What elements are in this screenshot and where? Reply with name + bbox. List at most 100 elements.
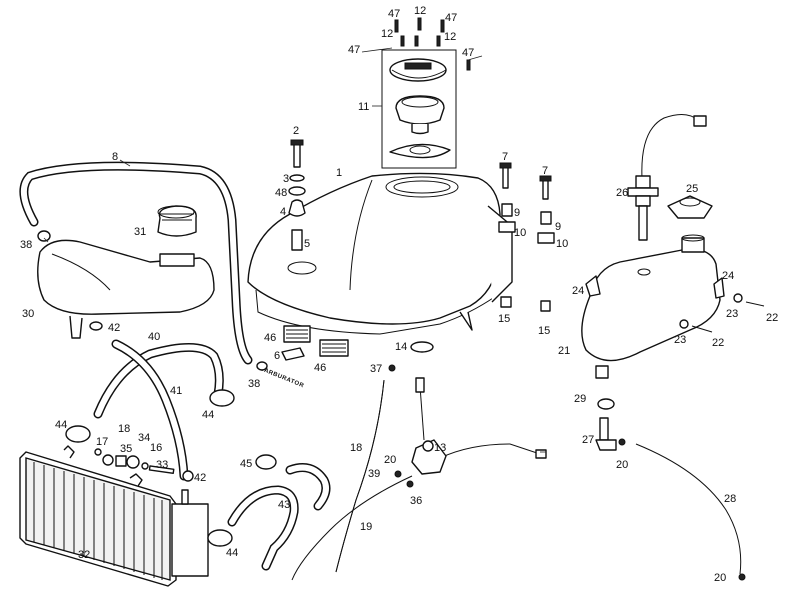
hose-40-41 xyxy=(93,339,224,481)
reservoir-cap xyxy=(667,195,713,219)
part-label-p2: 2 xyxy=(293,125,299,137)
part-label-p23b: 23 xyxy=(674,334,686,346)
part-label-p28: 28 xyxy=(724,493,736,505)
part-label-p47c: 47 xyxy=(348,44,360,56)
part-label-p35: 35 xyxy=(120,443,132,455)
part-label-p7b: 7 xyxy=(542,165,548,177)
part-label-p22a: 22 xyxy=(766,312,778,324)
part-label-p12a: 12 xyxy=(414,5,426,17)
part-label-p26: 26 xyxy=(616,187,628,199)
part-label-p32: 32 xyxy=(78,549,90,561)
cap-ring xyxy=(395,95,445,125)
expansion-tank xyxy=(37,205,215,339)
part-label-p42a: 42 xyxy=(108,322,120,334)
clamp-45 xyxy=(255,454,277,470)
part-label-p10a: 10 xyxy=(514,227,526,239)
part-label-p44c: 44 xyxy=(226,547,238,559)
part-label-p31: 31 xyxy=(134,226,146,238)
part-label-p12c: 12 xyxy=(444,31,456,43)
part-label-p8: 8 xyxy=(112,151,118,163)
coolant-reservoir xyxy=(581,234,725,379)
part-label-p3: 3 xyxy=(283,173,289,185)
part-label-p1: 1 xyxy=(336,167,342,179)
fuel-tank xyxy=(247,172,513,335)
clamp-14 xyxy=(410,341,434,353)
part-label-p47a: 47 xyxy=(388,8,400,20)
part-label-p24a: 24 xyxy=(572,285,584,297)
part-label-p45: 45 xyxy=(240,458,252,470)
part-label-p29: 29 xyxy=(574,393,586,405)
radiator xyxy=(19,445,209,587)
overflow-hose-8 xyxy=(19,161,253,365)
part-label-p13: 13 xyxy=(434,442,446,454)
part-label-p43: 43 xyxy=(278,499,290,511)
tank-pads xyxy=(281,325,349,361)
part-label-p44b: 44 xyxy=(55,419,67,431)
radiator-cap xyxy=(157,205,197,237)
reservoir-outlet xyxy=(595,398,746,581)
part-label-p20c: 20 xyxy=(714,572,726,584)
part-label-p27: 27 xyxy=(582,434,594,446)
cap-gasket xyxy=(389,143,451,159)
part-label-p18b: 18 xyxy=(350,442,362,454)
fuel-tap-assembly xyxy=(291,364,547,581)
tank-mount-right xyxy=(498,162,555,312)
clamp-44c xyxy=(207,529,233,547)
part-label-p38b: 38 xyxy=(248,378,260,390)
part-labels: 47 12 47 12 12 47 47 11 2 1 3 48 4 5 8 3… xyxy=(20,5,778,584)
fuel-cap-assembly xyxy=(381,17,471,169)
part-label-p42b: 42 xyxy=(194,472,206,484)
part-label-p9b: 9 xyxy=(555,221,561,233)
leader-lines xyxy=(43,47,546,453)
part-label-p23a: 23 xyxy=(726,308,738,320)
part-label-p15a: 15 xyxy=(498,313,510,325)
part-label-p21: 21 xyxy=(558,345,570,357)
reservoir-fasteners xyxy=(679,293,765,333)
part-label-p22b: 22 xyxy=(712,337,724,349)
part-label-p38a: 38 xyxy=(20,239,32,251)
clamp-38a xyxy=(37,230,51,242)
part-label-p48: 48 xyxy=(275,187,287,199)
clamp-38b xyxy=(256,361,268,371)
part-label-p12b: 12 xyxy=(381,28,393,40)
part-label-p16: 16 xyxy=(150,442,162,454)
part-label-p34: 34 xyxy=(138,432,150,444)
hose-43 xyxy=(227,463,331,571)
clamp-44b xyxy=(65,425,91,443)
part-label-p19: 19 xyxy=(360,521,372,533)
part-label-p9a: 9 xyxy=(514,207,520,219)
part-label-p41: 41 xyxy=(170,385,182,397)
part-label-p18: 18 xyxy=(118,423,130,435)
cap-assembly-frame xyxy=(381,49,457,169)
part-label-p40: 40 xyxy=(148,331,160,343)
tank-bolt-stack xyxy=(288,139,306,251)
part-label-p46a: 46 xyxy=(264,332,276,344)
part-label-p14: 14 xyxy=(395,341,407,353)
part-label-p17: 17 xyxy=(96,436,108,448)
radiator-mount-small-parts xyxy=(94,448,194,482)
fuel-sender xyxy=(627,114,707,241)
part-label-p37: 37 xyxy=(370,363,382,375)
part-label-p11: 11 xyxy=(358,101,369,113)
part-label-p36: 36 xyxy=(410,495,422,507)
part-label-p7a: 7 xyxy=(502,151,508,163)
part-label-p47d: 47 xyxy=(462,47,474,59)
part-label-p25: 25 xyxy=(686,183,698,195)
part-label-p44a: 44 xyxy=(202,409,214,421)
part-label-p47b: 47 xyxy=(445,12,457,24)
part-label-p4: 4 xyxy=(280,206,286,218)
clamp-44a xyxy=(209,389,235,407)
part-label-p20b: 20 xyxy=(616,459,628,471)
part-label-p24b: 24 xyxy=(722,270,734,282)
part-label-p39: 39 xyxy=(368,468,380,480)
part-label-p6: 6 xyxy=(274,350,280,362)
part-label-p20a: 20 xyxy=(384,454,396,466)
part-label-p15b: 15 xyxy=(538,325,550,337)
part-label-p33: 33 xyxy=(156,459,168,471)
part-label-p46b: 46 xyxy=(314,362,326,374)
part-label-p30: 30 xyxy=(22,308,34,320)
part-label-p10b: 10 xyxy=(556,238,568,250)
part-label-p5: 5 xyxy=(304,238,310,250)
